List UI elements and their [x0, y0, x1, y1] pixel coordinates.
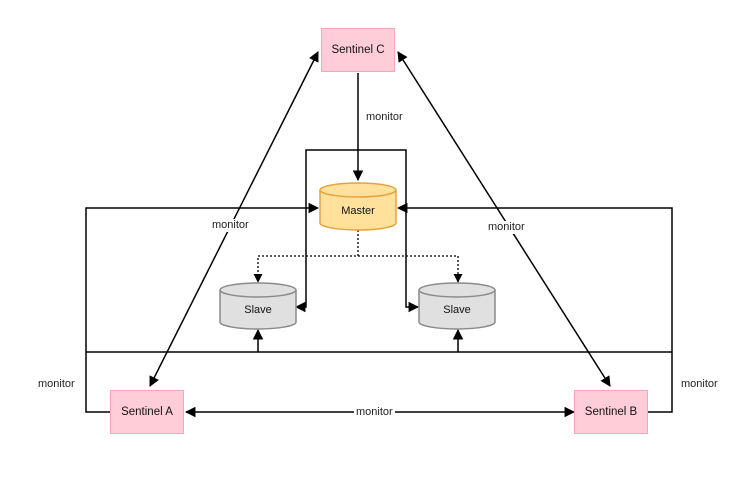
slave-left-label: Slave — [244, 304, 272, 316]
replication-right — [358, 255, 463, 283]
label-b-to-c: monitor — [486, 221, 527, 234]
edge-b-c — [397, 51, 611, 387]
edge-b-to-master — [396, 202, 673, 413]
edge-c-to-slave-right — [358, 149, 420, 313]
sentinel-a-node[interactable]: Sentinel A — [110, 390, 184, 434]
replication-left — [253, 230, 359, 283]
master-label: Master — [341, 205, 375, 217]
sentinel-c-node[interactable]: Sentinel C — [321, 28, 395, 72]
slave-right-label: Slave — [443, 304, 471, 316]
slave-right-db[interactable]: Slave — [418, 282, 496, 330]
edge-a-to-master — [85, 202, 320, 413]
label-a-to-c: monitor — [210, 219, 251, 232]
edge-c-to-slave-left — [294, 149, 358, 313]
slave-left-db[interactable]: Slave — [219, 282, 297, 330]
sentinel-b-node[interactable]: Sentinel B — [574, 390, 648, 434]
master-db[interactable]: Master — [319, 182, 397, 231]
label-a-to-b: monitor — [354, 406, 395, 419]
label-c-to-master: monitor — [364, 111, 405, 124]
label-b-side: monitor — [679, 378, 720, 391]
label-a-side: monitor — [36, 378, 77, 391]
